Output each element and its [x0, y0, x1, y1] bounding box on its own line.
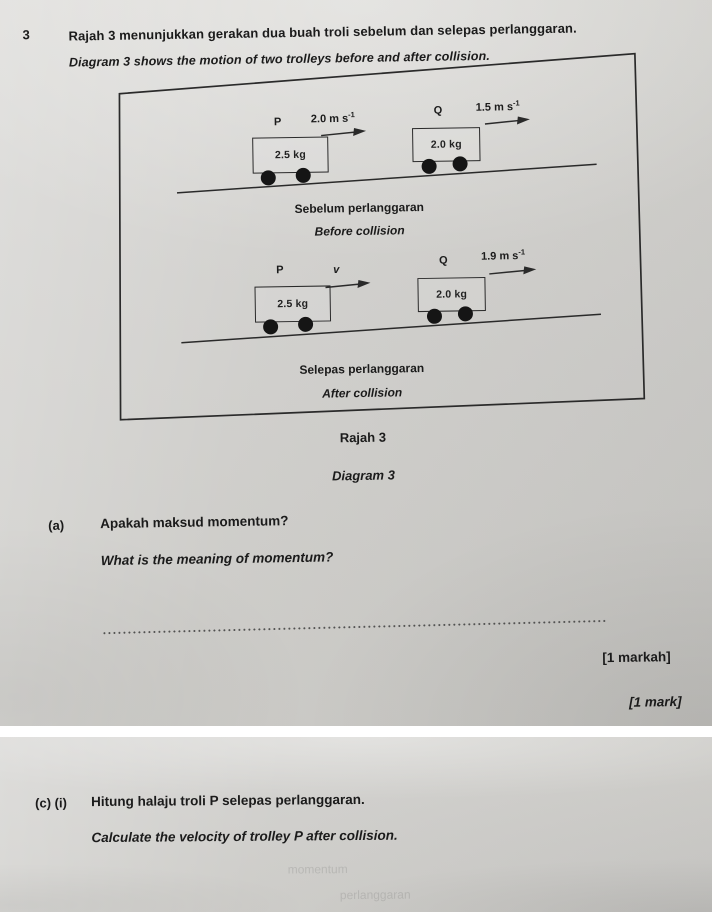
bleed-through-artifact-1: momentum — [288, 862, 348, 876]
bleed-through-artifact-2: perlanggaran — [340, 888, 411, 903]
question-c-i-label: (c) (i) — [35, 795, 67, 810]
question-c-i-text-bm: Hitung halaju troli P selepas perlanggar… — [91, 792, 365, 809]
question-c-i-text-en: Calculate the velocity of trolley P afte… — [91, 828, 397, 845]
